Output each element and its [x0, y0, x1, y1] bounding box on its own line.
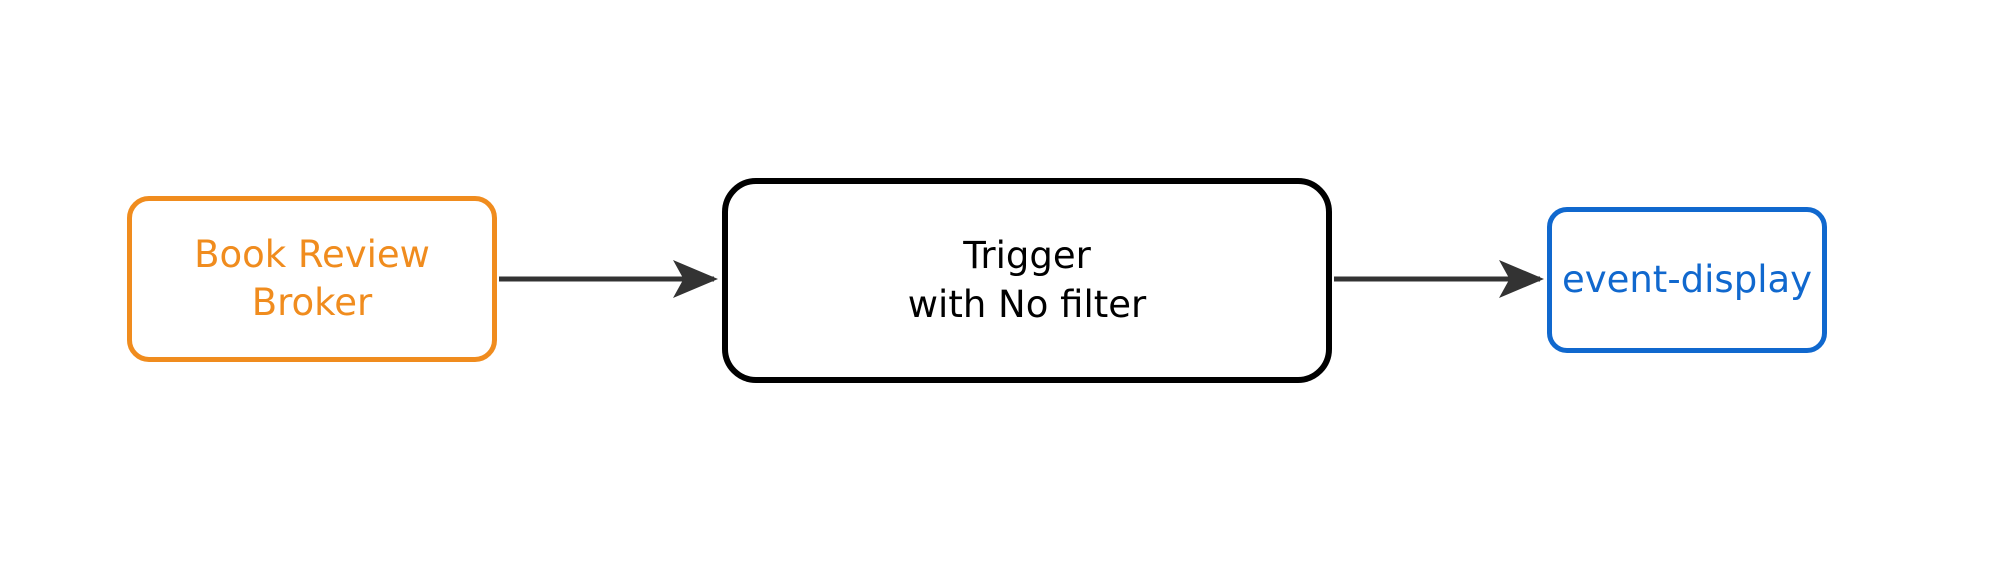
- node-event-display[interactable]: event-display: [1547, 207, 1827, 353]
- node-broker-label: Book Review Broker: [194, 232, 430, 324]
- node-sink-label: event-display: [1561, 257, 1813, 301]
- node-trigger-label: Trigger with No filter: [907, 234, 1147, 326]
- node-book-review-broker[interactable]: Book Review Broker: [127, 196, 497, 362]
- node-trigger[interactable]: Trigger with No filter: [722, 178, 1332, 383]
